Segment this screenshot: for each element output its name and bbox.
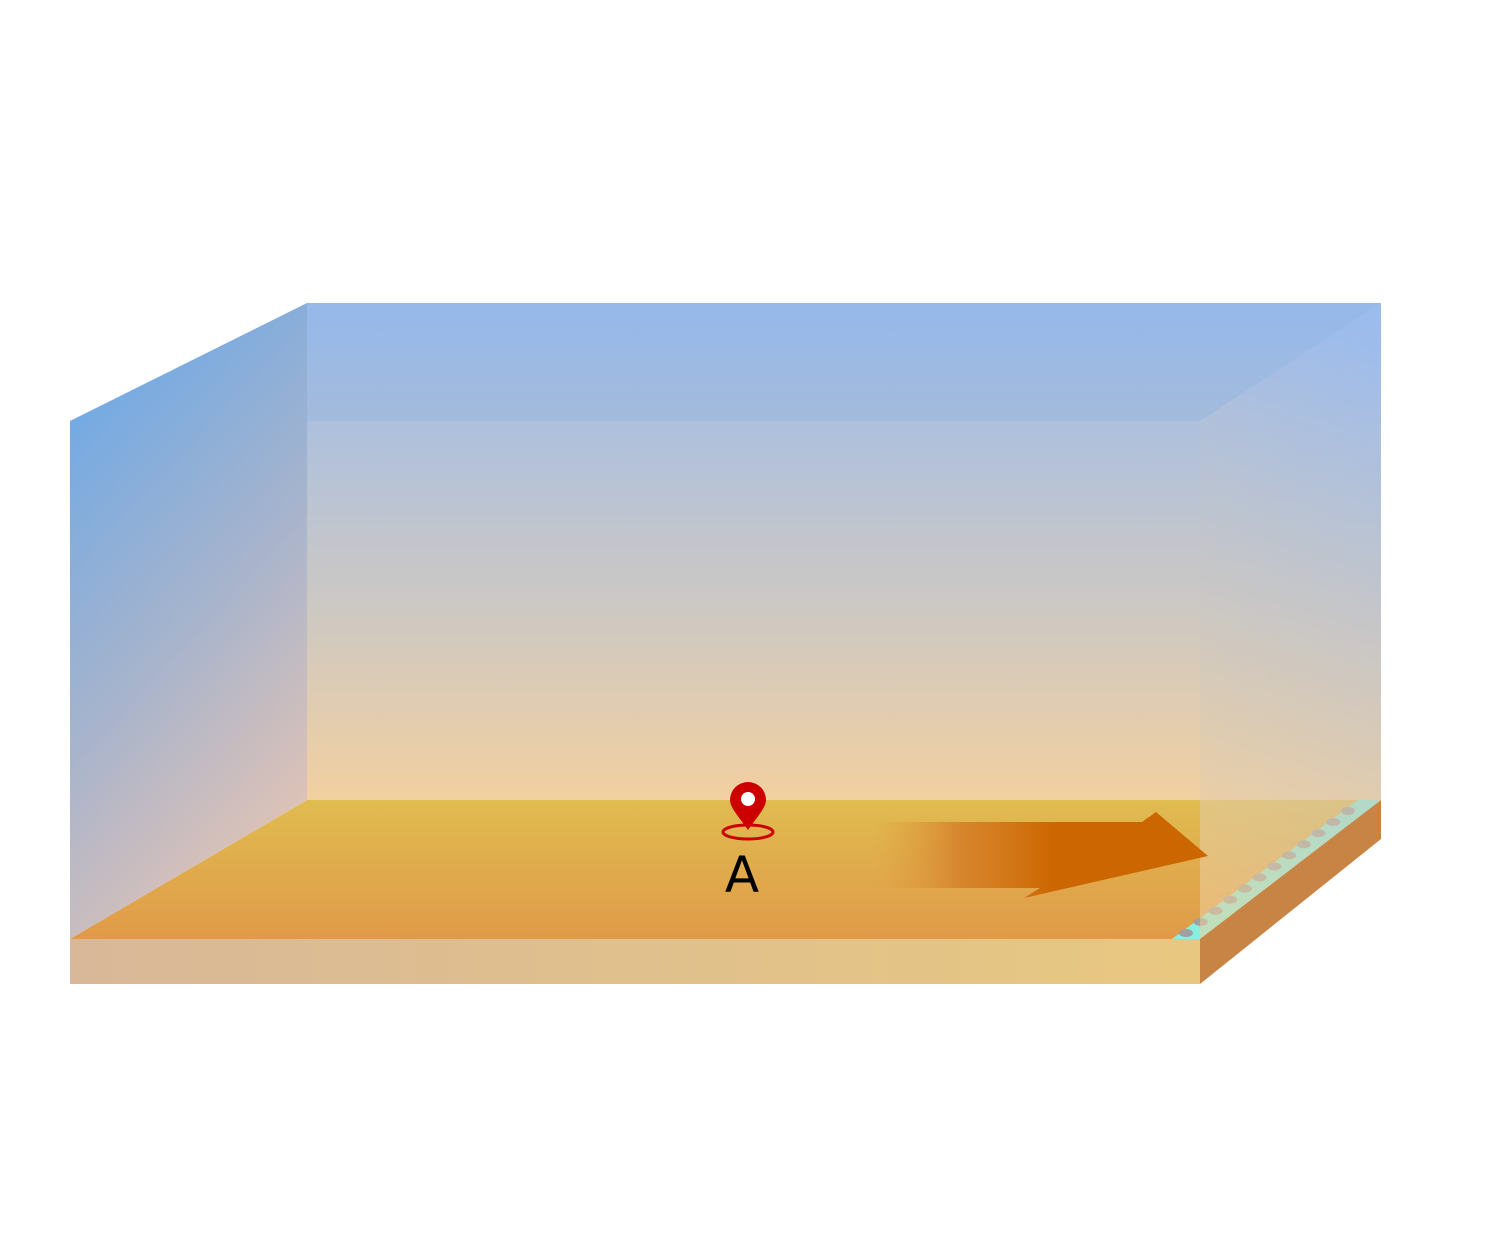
slab-side-face <box>1200 800 1381 984</box>
map-pin-icon <box>721 782 775 841</box>
right-wall <box>1200 303 1381 939</box>
top-face <box>70 303 1381 421</box>
pebble <box>1179 929 1193 937</box>
arrow-right-icon <box>872 812 1208 898</box>
left-wall <box>70 303 307 939</box>
location-label: A <box>725 846 759 904</box>
slab-front-face <box>70 939 1200 984</box>
